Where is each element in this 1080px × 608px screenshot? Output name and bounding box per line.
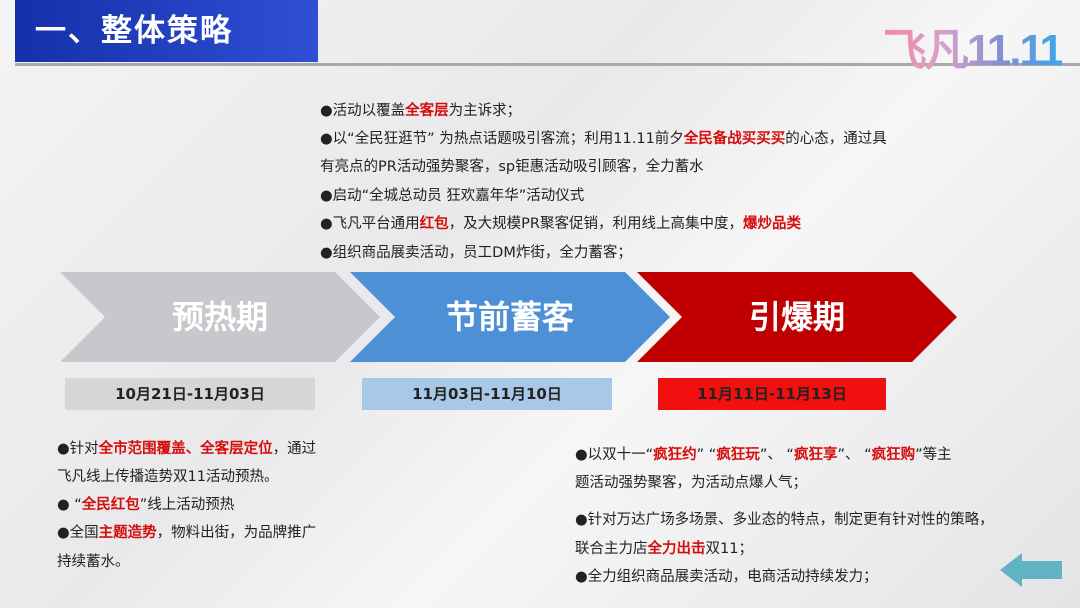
text-segment: 题活动强势聚客，为活动点爆人气； xyxy=(575,475,807,491)
phase-date: 11月03日-11月10日 xyxy=(362,378,612,410)
left-arrow-icon xyxy=(1000,553,1062,587)
text-line: ●针对万达广场多场景、多业态的特点，制定更有针对性的策略， xyxy=(575,510,994,530)
highlight-text: 全民红包 xyxy=(81,497,140,513)
text-segment: ●活动以覆盖 xyxy=(320,103,406,119)
text-segment: ●飞凡平台通用 xyxy=(320,216,420,232)
text-segment: 持续蓄水。 xyxy=(57,554,130,570)
text-line: ●以双十一“疯狂约” “疯狂玩”、 “疯狂享”、 “疯狂购”等主 xyxy=(575,445,952,465)
text-segment: ”、 “ xyxy=(759,447,794,463)
text-segment: ，通过 xyxy=(272,441,317,457)
highlight-text: 疯狂购 xyxy=(871,447,916,463)
phase-label: 节前蓄客 xyxy=(445,298,574,336)
text-line: ● “全民红包”线上活动预热 xyxy=(57,495,234,515)
text-line: ●组织商品展卖活动，员工DM炸街，全力蓄客； xyxy=(320,243,632,263)
text-segment: ”线上活动预热 xyxy=(139,497,235,513)
text-segment: 双11； xyxy=(705,541,753,557)
text-segment: 的心态，通过具 xyxy=(785,131,887,147)
phase-arrow: 预热期 xyxy=(60,272,380,362)
text-line: ●针对全市范围覆盖、全客层定位，通过 xyxy=(57,439,316,459)
highlight-text: 疯狂享 xyxy=(793,447,838,463)
text-segment: 飞凡线上传播造势双11活动预热。 xyxy=(57,469,279,485)
phase-arrow: 节前蓄客 xyxy=(350,272,670,362)
text-line: ●飞凡平台通用红包，及大规模PR聚客促销，利用线上高集中度，爆炒品类 xyxy=(320,214,801,234)
text-line: 联合主力店全力出击双11； xyxy=(575,539,753,559)
text-line: ●以“全民狂逛节” 为热点话题吸引客流；利用11.11前夕全民备战买买买的心态，… xyxy=(320,129,887,149)
text-segment: ●组织商品展卖活动，员工DM炸街，全力蓄客； xyxy=(320,245,632,261)
text-segment: 联合主力店 xyxy=(575,541,648,557)
text-segment: ●全国 xyxy=(57,525,99,541)
text-segment: ●针对 xyxy=(57,441,99,457)
text-segment: ，及大规模PR聚客促销，利用线上高集中度， xyxy=(448,216,743,232)
text-segment: ，物料出街，为品牌推广 xyxy=(156,525,317,541)
phase-date: 11月11日-11月13日 xyxy=(658,378,886,410)
highlight-text: 全民备战买买买 xyxy=(683,131,786,147)
highlight-text: 主题造势 xyxy=(98,525,157,541)
text-segment: ● “ xyxy=(57,497,82,513)
text-line: 题活动强势聚客，为活动点爆人气； xyxy=(575,473,807,493)
text-line: 飞凡线上传播造势双11活动预热。 xyxy=(57,467,278,487)
phase-date: 10月21日-11月03日 xyxy=(65,378,315,410)
highlight-text: 全市范围覆盖、全客层定位 xyxy=(98,441,273,457)
text-segment: ●以双十一“ xyxy=(575,447,654,463)
highlight-text: 疯狂约 xyxy=(653,447,697,463)
phase-arrow: 引爆期 xyxy=(637,272,957,362)
logo: 飞凡11.11 xyxy=(883,14,1064,78)
highlight-text: 红包 xyxy=(419,216,449,232)
text-segment: ●以“全民狂逛节” 为热点话题吸引客流；利用11.11前夕 xyxy=(320,131,684,147)
text-line: ●全力组织商品展卖活动，电商活动持续发力； xyxy=(575,567,878,587)
text-line: ●启动“全城总动员 狂欢嘉年华”活动仪式 xyxy=(320,186,584,206)
divider xyxy=(15,63,1080,66)
highlight-text: 爆炒品类 xyxy=(742,216,801,232)
text-segment: ●启动“全城总动员 狂欢嘉年华”活动仪式 xyxy=(320,188,585,204)
highlight-text: 全力出击 xyxy=(647,541,706,557)
text-segment: ●全力组织商品展卖活动，电商活动持续发力； xyxy=(575,569,878,585)
back-button[interactable] xyxy=(1000,553,1062,587)
text-segment: ”、 “ xyxy=(837,447,872,463)
text-line: 持续蓄水。 xyxy=(57,552,130,572)
text-line: ●活动以覆盖全客层为主诉求； xyxy=(320,101,521,121)
text-segment: ” “ xyxy=(696,447,717,463)
phase-label: 引爆期 xyxy=(748,298,845,336)
text-line: 有亮点的PR活动强势聚客，sp钜惠活动吸引顾客，全力蓄水 xyxy=(320,157,704,177)
text-segment: ●针对万达广场多场景、多业态的特点，制定更有针对性的策略， xyxy=(575,512,994,528)
highlight-text: 疯狂玩 xyxy=(716,447,760,463)
highlight-text: 全客层 xyxy=(405,103,449,119)
text-line: ●全国主题造势，物料出街，为品牌推广 xyxy=(57,523,316,543)
page-title: 一、整体策略 xyxy=(15,0,318,62)
phase-label: 预热期 xyxy=(171,298,268,336)
text-segment: 有亮点的PR活动强势聚客，sp钜惠活动吸引顾客，全力蓄水 xyxy=(320,159,704,175)
text-segment: ”等主 xyxy=(915,447,952,463)
text-segment: 为主诉求； xyxy=(448,103,522,119)
